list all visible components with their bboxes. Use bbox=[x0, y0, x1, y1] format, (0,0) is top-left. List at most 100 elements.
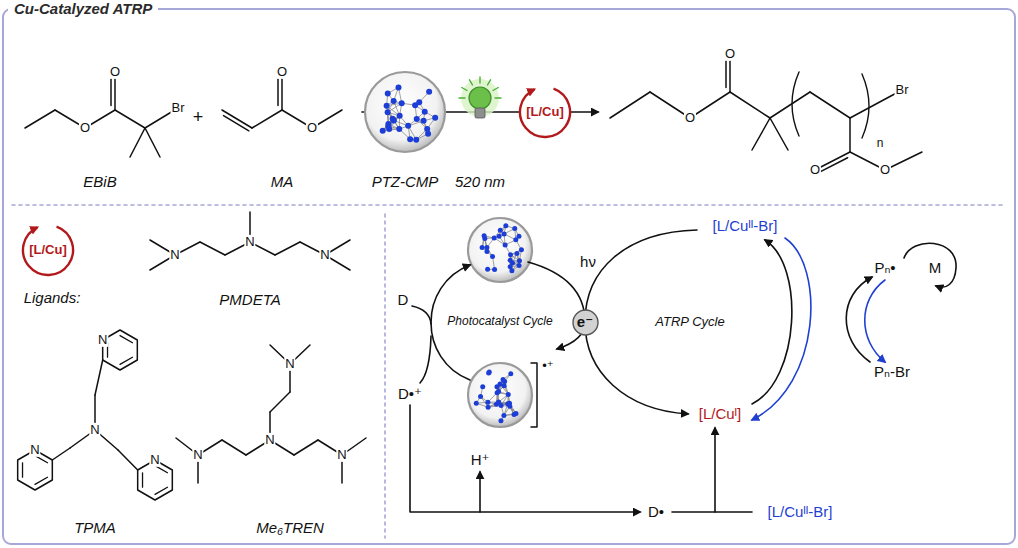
network-node bbox=[494, 402, 499, 407]
charge-label: •⁺ bbox=[541, 359, 554, 373]
atom-label: n bbox=[876, 137, 885, 150]
network-node bbox=[503, 242, 508, 247]
compound-label: EBiB bbox=[82, 174, 117, 191]
network-node bbox=[498, 228, 503, 233]
polymer-structure bbox=[818, 158, 848, 173]
atom-label: N bbox=[284, 357, 295, 371]
network-node bbox=[501, 413, 506, 418]
cycle-ground bbox=[23, 225, 73, 275]
network-node bbox=[510, 260, 515, 265]
network-node bbox=[397, 113, 403, 119]
pyridine-ring bbox=[22, 463, 23, 477]
ebib-structure bbox=[25, 110, 55, 128]
electron-disc bbox=[573, 310, 598, 335]
atom-label: O bbox=[879, 163, 891, 177]
atom-label: O bbox=[109, 65, 121, 79]
light-glow bbox=[461, 79, 499, 117]
light-bulb bbox=[469, 87, 491, 109]
atom-label: N bbox=[244, 235, 255, 249]
network-node bbox=[380, 128, 386, 134]
network-node bbox=[482, 236, 487, 241]
compound-label: 520 nm bbox=[454, 174, 506, 191]
network-node bbox=[512, 412, 517, 417]
pmdeta-structure bbox=[275, 242, 300, 255]
light-ray bbox=[495, 97, 501, 98]
repeat-bracket bbox=[792, 72, 799, 136]
cycle-ground bbox=[520, 87, 570, 137]
light-ray bbox=[493, 88, 498, 91]
species-label: H⁺ bbox=[470, 452, 491, 469]
polymer-structure bbox=[810, 92, 850, 118]
polymer-structure bbox=[730, 92, 770, 118]
ma-structure bbox=[222, 110, 252, 128]
atom-label: Br bbox=[895, 83, 910, 97]
network-node bbox=[426, 89, 432, 95]
pyridine-ring bbox=[120, 357, 132, 364]
network-node bbox=[506, 392, 511, 397]
network-node bbox=[484, 245, 489, 250]
network-node bbox=[503, 223, 508, 228]
network-node bbox=[486, 370, 491, 375]
compound-label: PTZ-CMP bbox=[371, 174, 440, 191]
network-node bbox=[395, 84, 401, 90]
atom-label: N bbox=[29, 443, 40, 457]
network-node bbox=[421, 118, 427, 124]
node-text: [L/Cu] bbox=[526, 105, 564, 119]
ma-structure bbox=[252, 110, 282, 128]
activation-arrow bbox=[752, 240, 792, 404]
species-label: [L/Cuᴵᴵ-Br] bbox=[711, 218, 778, 235]
separator-line bbox=[12, 204, 1006, 206]
ptz-cmp-particle bbox=[468, 363, 532, 427]
network-node bbox=[407, 136, 413, 142]
pyridine-ring bbox=[155, 487, 167, 494]
particle-outline bbox=[468, 363, 532, 427]
radical-cation-bracket bbox=[531, 363, 537, 427]
network-node bbox=[474, 401, 479, 406]
atom-label: N bbox=[319, 248, 330, 262]
pyridine-ring bbox=[35, 477, 47, 484]
polymer-structure bbox=[610, 92, 650, 118]
network-node bbox=[505, 401, 510, 406]
species-label: Pₙ• bbox=[873, 260, 896, 277]
compound-label: + bbox=[192, 108, 205, 128]
separator-line bbox=[384, 214, 386, 538]
compound-label: MA bbox=[270, 174, 295, 191]
atom-label: N bbox=[89, 423, 100, 437]
light-ray bbox=[459, 97, 465, 98]
electron-circle: e⁻ bbox=[570, 307, 601, 338]
light-ray bbox=[462, 88, 467, 91]
atom-label: N bbox=[264, 433, 275, 447]
pyridine-ring bbox=[120, 336, 132, 343]
ma-structure bbox=[224, 116, 249, 131]
network-node bbox=[432, 115, 438, 121]
network-node bbox=[416, 99, 422, 105]
ebib-structure bbox=[145, 128, 160, 157]
me6tren-structure bbox=[222, 440, 246, 455]
tpma-structure bbox=[52, 448, 70, 460]
atom-label: O bbox=[724, 47, 736, 61]
network-node bbox=[517, 258, 522, 263]
network-node bbox=[385, 109, 391, 115]
network-node bbox=[486, 405, 491, 410]
network-node bbox=[499, 403, 504, 408]
network-node bbox=[498, 418, 503, 423]
pyridine-ring bbox=[142, 473, 143, 487]
deactivation-arrow bbox=[865, 280, 885, 362]
tpma-structure bbox=[118, 450, 138, 470]
species-label: [L/Cuᴵᴵ-Br] bbox=[766, 504, 833, 521]
network-node bbox=[513, 237, 518, 242]
bulb-base bbox=[475, 108, 485, 118]
network-node bbox=[405, 123, 411, 129]
network-node bbox=[492, 267, 497, 272]
atom-label: O bbox=[809, 163, 821, 177]
donor-branch bbox=[412, 306, 431, 324]
network-node bbox=[497, 234, 502, 239]
atom-label: N bbox=[169, 248, 180, 262]
network-node bbox=[501, 377, 506, 382]
network-node bbox=[480, 245, 485, 250]
me6tren-structure bbox=[270, 392, 290, 412]
reduction-arrow bbox=[714, 428, 716, 512]
particle-outline bbox=[365, 72, 445, 152]
polymer-structure bbox=[752, 118, 770, 150]
